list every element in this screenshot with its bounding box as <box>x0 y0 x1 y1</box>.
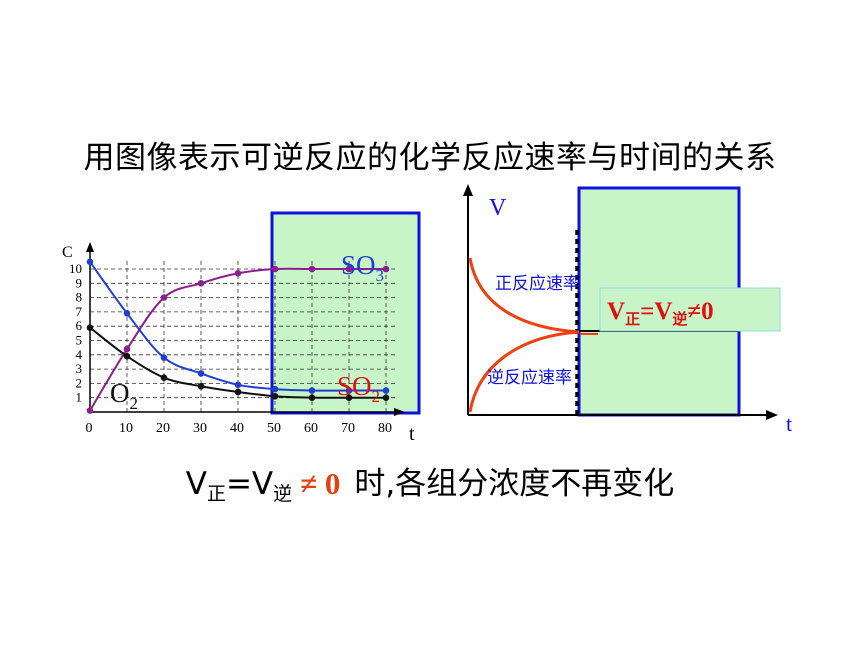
right-x-axis-label: t <box>786 411 792 436</box>
caption-neq-zero: ≠ 0 <box>300 466 341 501</box>
y-tick-9: 9 <box>76 275 83 290</box>
x-tick-70: 70 <box>341 421 355 436</box>
left-x-arrow <box>394 408 405 416</box>
right-y-arrow <box>463 184 473 196</box>
point-so3-10 <box>123 345 131 353</box>
point-so2-70 <box>345 387 353 394</box>
y-tick-4: 4 <box>76 347 83 362</box>
left-y-arrow <box>86 242 94 252</box>
point-so2-40 <box>234 381 242 389</box>
label-o2: O2 <box>110 378 138 413</box>
point-so3-30 <box>197 280 205 287</box>
caption: V正=V逆 ≠ 0 时,各组分浓度不再变化 <box>0 458 860 506</box>
y-tick-6: 6 <box>76 318 83 333</box>
caption-v: V <box>185 466 207 502</box>
caption-rest: 时,各组分浓度不再变化 <box>354 466 675 502</box>
right-y-axis-label: V <box>489 195 507 221</box>
right-x-arrow <box>766 410 778 420</box>
point-so2-10 <box>123 310 131 317</box>
point-o2-60 <box>308 394 316 402</box>
label-so3: SO3 <box>341 250 384 285</box>
point-so3-70 <box>345 265 353 273</box>
left-x-axis-label: t <box>409 423 415 445</box>
point-o2-20 <box>160 374 168 381</box>
point-o2-0 <box>86 324 94 331</box>
forward-rate-curve <box>468 257 580 334</box>
point-so3-80 <box>382 265 390 273</box>
reverse-rate-curve <box>468 330 580 413</box>
point-so2-50 <box>271 385 279 393</box>
y-tick-3: 3 <box>76 361 83 376</box>
caption-ni: 逆 <box>273 483 293 505</box>
x-tick-0: 0 <box>86 421 93 436</box>
left-y-axis-label: C <box>62 244 73 261</box>
caption-equals: =V <box>225 466 274 502</box>
point-o2-30 <box>197 382 205 390</box>
point-o2-10 <box>123 352 131 360</box>
point-o2-40 <box>234 388 242 396</box>
y-tick-5: 5 <box>76 333 83 348</box>
point-so2-20 <box>160 354 168 361</box>
point-so2-80 <box>382 387 390 394</box>
x-tick-50: 50 <box>267 421 281 436</box>
left-series <box>86 258 390 414</box>
point-so3-50 <box>271 265 279 273</box>
x-tick-60: 60 <box>304 421 318 436</box>
rate-annotation: V正=V逆≠0 <box>607 298 714 328</box>
forward-rate-label: 正反应速率 <box>495 274 580 294</box>
reverse-rate-label: 逆反应速率 <box>487 368 572 388</box>
x-tick-20: 20 <box>156 421 170 436</box>
y-tick-8: 8 <box>76 290 83 305</box>
point-so3-0 <box>86 407 94 414</box>
y-tick-7: 7 <box>76 304 83 319</box>
x-tick-80: 80 <box>378 421 392 436</box>
point-o2-50 <box>271 392 279 400</box>
point-so3-20 <box>160 294 168 301</box>
point-o2-80 <box>382 394 390 402</box>
y-tick-1: 1 <box>76 390 83 405</box>
page-title: 用图像表示可逆反应的化学反应速率与时间的关系 <box>83 140 777 176</box>
x-tick-40: 40 <box>230 421 244 436</box>
point-so2-0 <box>86 258 94 266</box>
x-tick-30: 30 <box>193 421 207 436</box>
y-tick-10: 10 <box>69 261 82 276</box>
point-so2-60 <box>308 387 316 394</box>
caption-zheng: 正 <box>206 483 226 505</box>
rate-chart: V正=V逆≠0 正反应速率 逆反应速率 V t <box>463 184 792 436</box>
label-so2: SO2 <box>337 371 380 406</box>
equilibrium-highlight-left <box>270 211 421 415</box>
point-o2-70 <box>345 394 353 402</box>
point-so2-30 <box>197 370 205 377</box>
rate-annotation-box <box>599 287 781 332</box>
x-tick-10: 10 <box>119 421 133 436</box>
y-tick-2: 2 <box>76 375 83 390</box>
point-so3-40 <box>234 269 242 277</box>
point-so3-60 <box>308 265 316 273</box>
